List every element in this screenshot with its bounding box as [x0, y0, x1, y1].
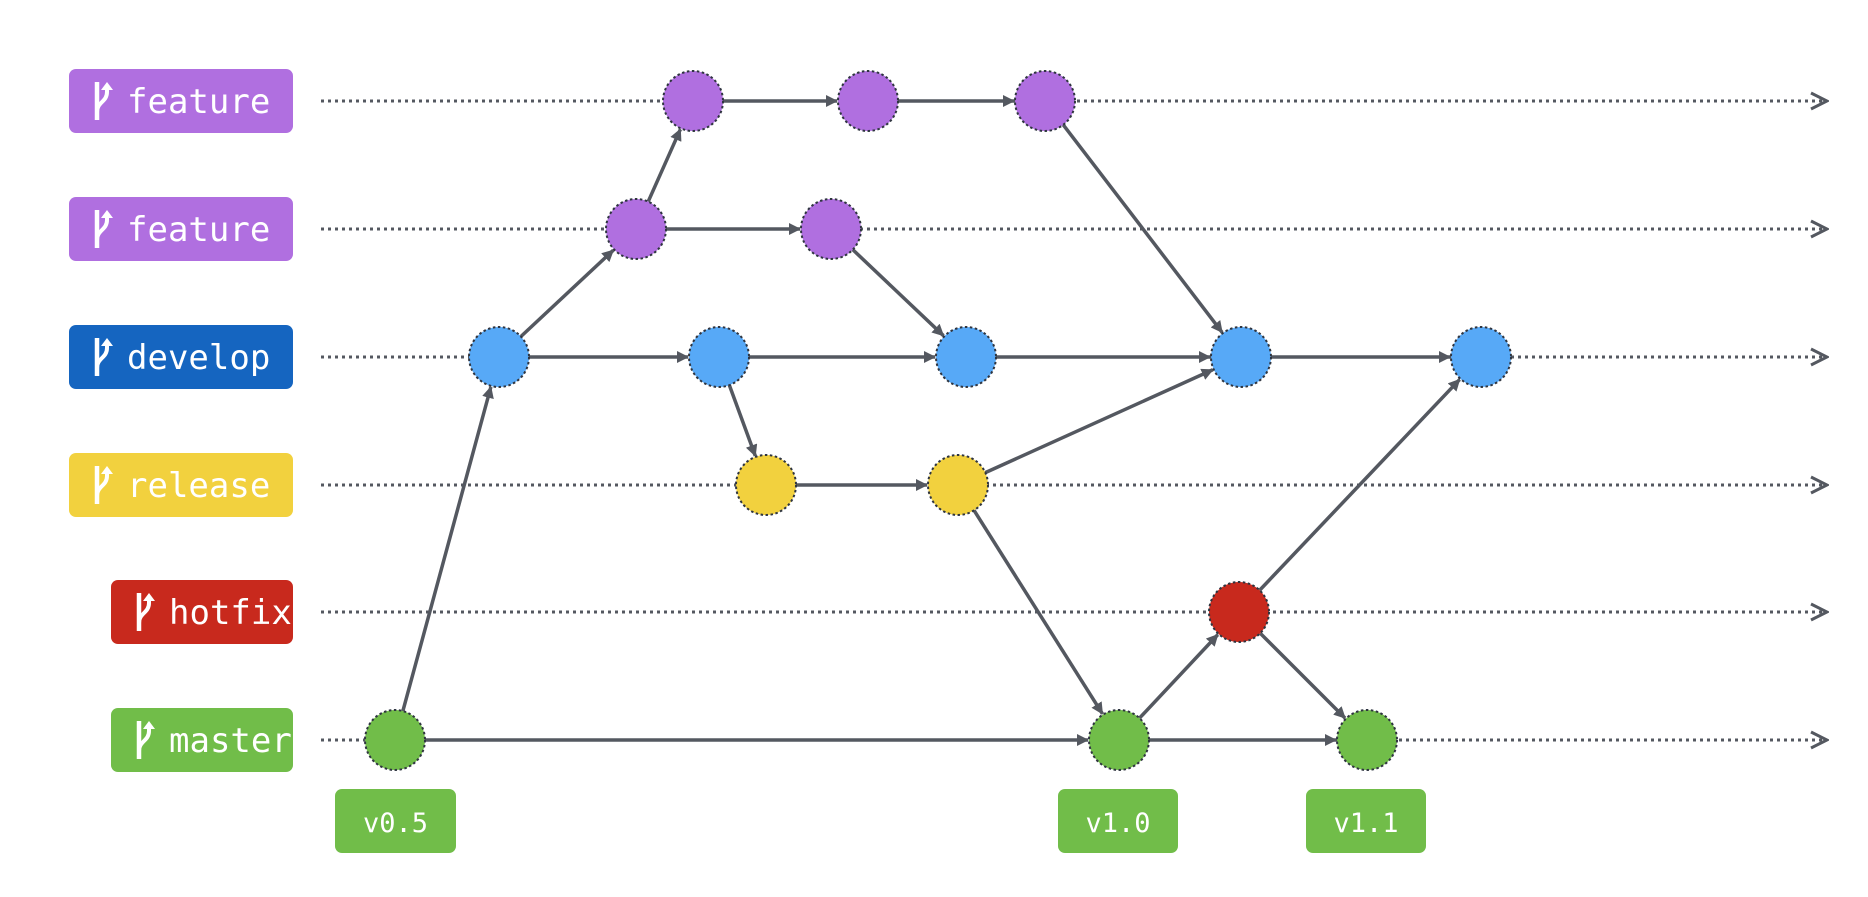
- edge-f2a-f1a: [646, 128, 682, 203]
- commit-node[interactable]: [662, 70, 724, 132]
- version-tag-text: v1.0: [1085, 808, 1150, 839]
- branch-label-feature-1: feature: [69, 69, 293, 133]
- branch-icon: [94, 210, 113, 248]
- branch-icon: [94, 338, 113, 376]
- branch-label-feature-2: feature: [69, 197, 293, 261]
- edge-f2b-d3: [851, 248, 945, 337]
- edge-d1-f2a: [519, 248, 615, 338]
- edge-r2-m2: [972, 509, 1104, 715]
- branch-label-develop: develop: [69, 325, 293, 389]
- branch-icon: [94, 466, 113, 504]
- branch-label-background: [69, 325, 293, 389]
- commit-node[interactable]: [688, 326, 750, 388]
- commit-node[interactable]: [935, 326, 997, 388]
- branch-icon: [94, 82, 113, 120]
- branch-icon: [136, 721, 155, 759]
- branch-label-text: feature: [127, 82, 270, 122]
- version-tag-background: [1306, 789, 1426, 853]
- commit-node[interactable]: [800, 198, 862, 260]
- branch-label-background: [69, 197, 293, 261]
- commit-node[interactable]: [605, 198, 667, 260]
- branch-label-text: master: [169, 721, 292, 761]
- commit-node[interactable]: [1014, 70, 1076, 132]
- edge-m2-h1: [1138, 633, 1220, 720]
- branch-label-text: feature: [127, 210, 270, 250]
- edge-h1-m3: [1258, 631, 1347, 720]
- branch-label-release: release: [69, 453, 293, 517]
- commit-node[interactable]: [1088, 709, 1150, 771]
- branch-label-master: master: [111, 708, 293, 772]
- version-tag: v1.1: [1306, 789, 1426, 853]
- commit-node[interactable]: [1208, 581, 1270, 643]
- version-tag-text: v1.1: [1333, 808, 1398, 839]
- branch-label-text: release: [127, 466, 270, 506]
- branch-label-text: hotfix: [169, 593, 292, 633]
- commit-node[interactable]: [927, 454, 989, 516]
- edge-m1-d1: [401, 385, 494, 712]
- commit-node[interactable]: [1450, 326, 1512, 388]
- commit-node[interactable]: [364, 709, 426, 771]
- edge-d2-r1: [727, 384, 758, 457]
- commit-node[interactable]: [468, 326, 530, 388]
- branch-icon: [136, 593, 155, 631]
- edge-f1c-d4: [1061, 123, 1224, 334]
- branch-label-hotfix: hotfix: [111, 580, 293, 644]
- version-tag-text: v0.5: [363, 808, 428, 839]
- version-tag-background: [335, 789, 456, 853]
- edge-r2-d4: [984, 368, 1214, 475]
- version-tag: v0.5: [335, 789, 456, 853]
- commit-node[interactable]: [1336, 709, 1398, 771]
- branch-label-background: [69, 69, 293, 133]
- edge-h1-d5: [1258, 378, 1461, 592]
- branch-label-background: [111, 708, 293, 772]
- commit-node[interactable]: [1210, 326, 1272, 388]
- branch-label-background: [69, 453, 293, 517]
- branch-label-background: [111, 580, 293, 644]
- version-tag-background: [1058, 789, 1178, 853]
- version-tag: v1.0: [1058, 789, 1178, 853]
- commit-node[interactable]: [735, 454, 797, 516]
- branch-label-text: develop: [127, 338, 270, 378]
- commit-node[interactable]: [837, 70, 899, 132]
